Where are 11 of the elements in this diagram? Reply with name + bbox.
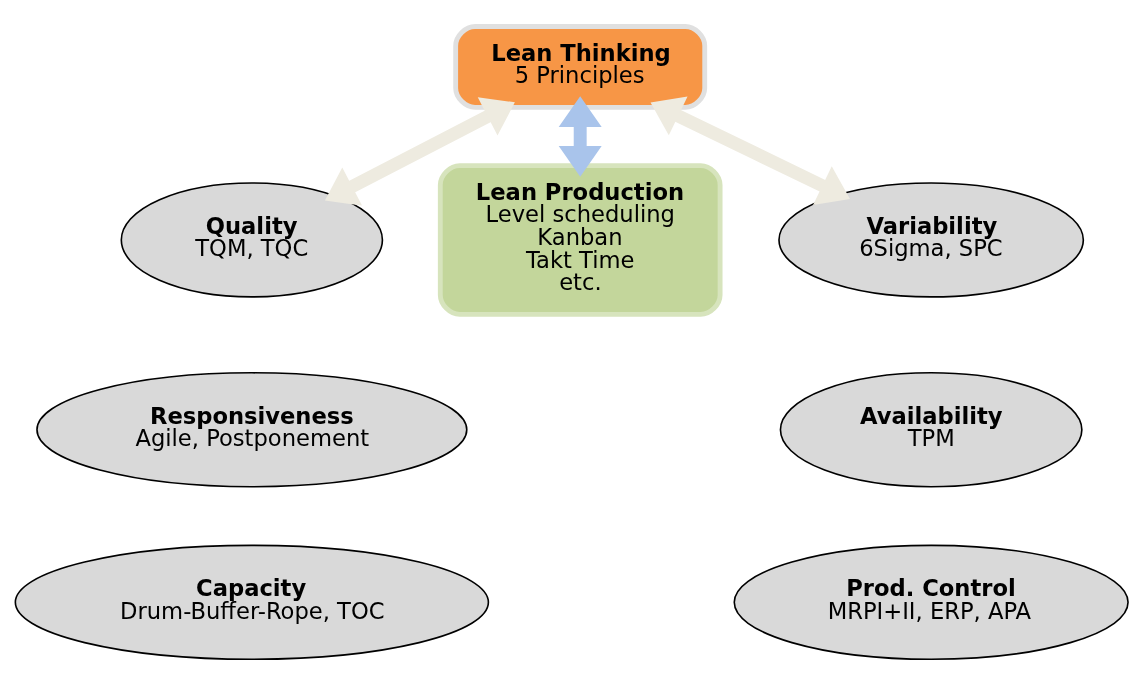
node-box: Lean Thinking 5 Principles xyxy=(453,23,708,110)
node-ellipse: Variability 6Sigma, SPC xyxy=(778,181,1085,298)
node-ellipse: Capacity Drum-Buffer-Rope, TOC xyxy=(14,544,490,660)
node-ellipse: Quality TQM, TQC xyxy=(120,181,384,298)
arrow xyxy=(558,95,602,177)
node-box: Lean Production Level scheduling Kanban Takt Time etc. xyxy=(437,162,723,317)
node-ellipse: Prod. Control MRPI+II, ERP, APA xyxy=(733,544,1129,660)
arrow xyxy=(650,96,850,205)
node-ellipse: Availability TPM xyxy=(779,371,1083,487)
node-ellipse: Responsiveness Agile, Postponement xyxy=(36,371,468,487)
arrow xyxy=(324,96,515,206)
